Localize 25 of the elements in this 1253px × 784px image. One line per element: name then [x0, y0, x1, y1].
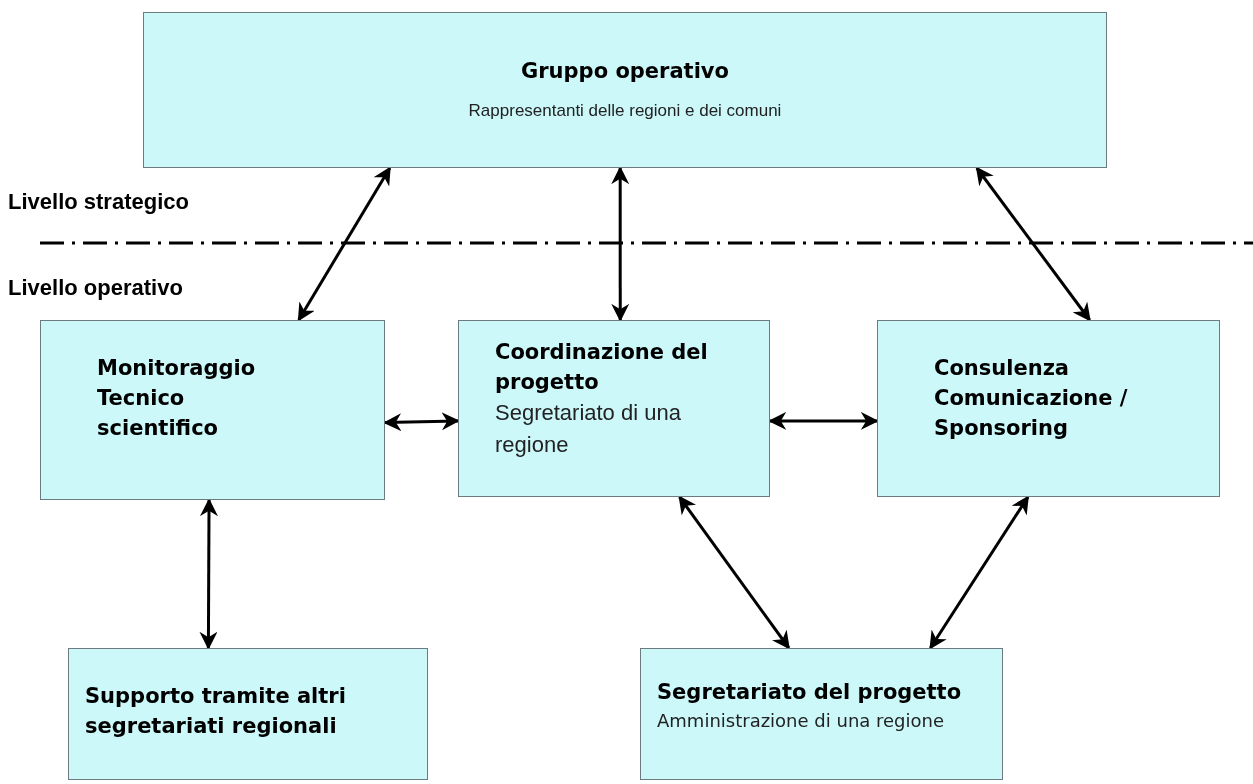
process-box: [143, 12, 1107, 168]
process-box: [640, 648, 1003, 780]
box-heading: Coordinazione del progetto: [495, 339, 709, 396]
double-arrow: [975, 166, 1091, 322]
double-arrow: [929, 495, 1030, 650]
double-arrow: [678, 495, 791, 650]
box-description: Rappresentanti delle regioni e dei comuni: [468, 100, 782, 123]
process-box: [458, 320, 770, 497]
process-box: [40, 320, 385, 500]
double-arrow: [297, 166, 392, 322]
box-heading: Gruppo operativo: [521, 58, 729, 86]
box-description: Segretariato di una regione: [495, 399, 682, 459]
box-description: Amministrazione di una regione: [657, 709, 945, 733]
box-heading: Monitoraggio Tecnico scientifico: [97, 355, 257, 442]
double-arrow: [383, 412, 460, 432]
level-label: Livello operativo: [8, 274, 183, 302]
double-arrow: [199, 498, 218, 650]
level-label: Livello strategico: [8, 188, 189, 216]
process-box: [68, 648, 428, 780]
box-heading: Consulenza Comunicazione / Sponsoring: [934, 355, 1129, 442]
process-box: [877, 320, 1220, 497]
box-heading: Supporto tramite altri segretariati regionali: [85, 683, 347, 740]
double-arrow: [768, 411, 879, 430]
double-arrow: [611, 166, 630, 322]
box-heading: Segretariato del progetto: [657, 679, 962, 706]
